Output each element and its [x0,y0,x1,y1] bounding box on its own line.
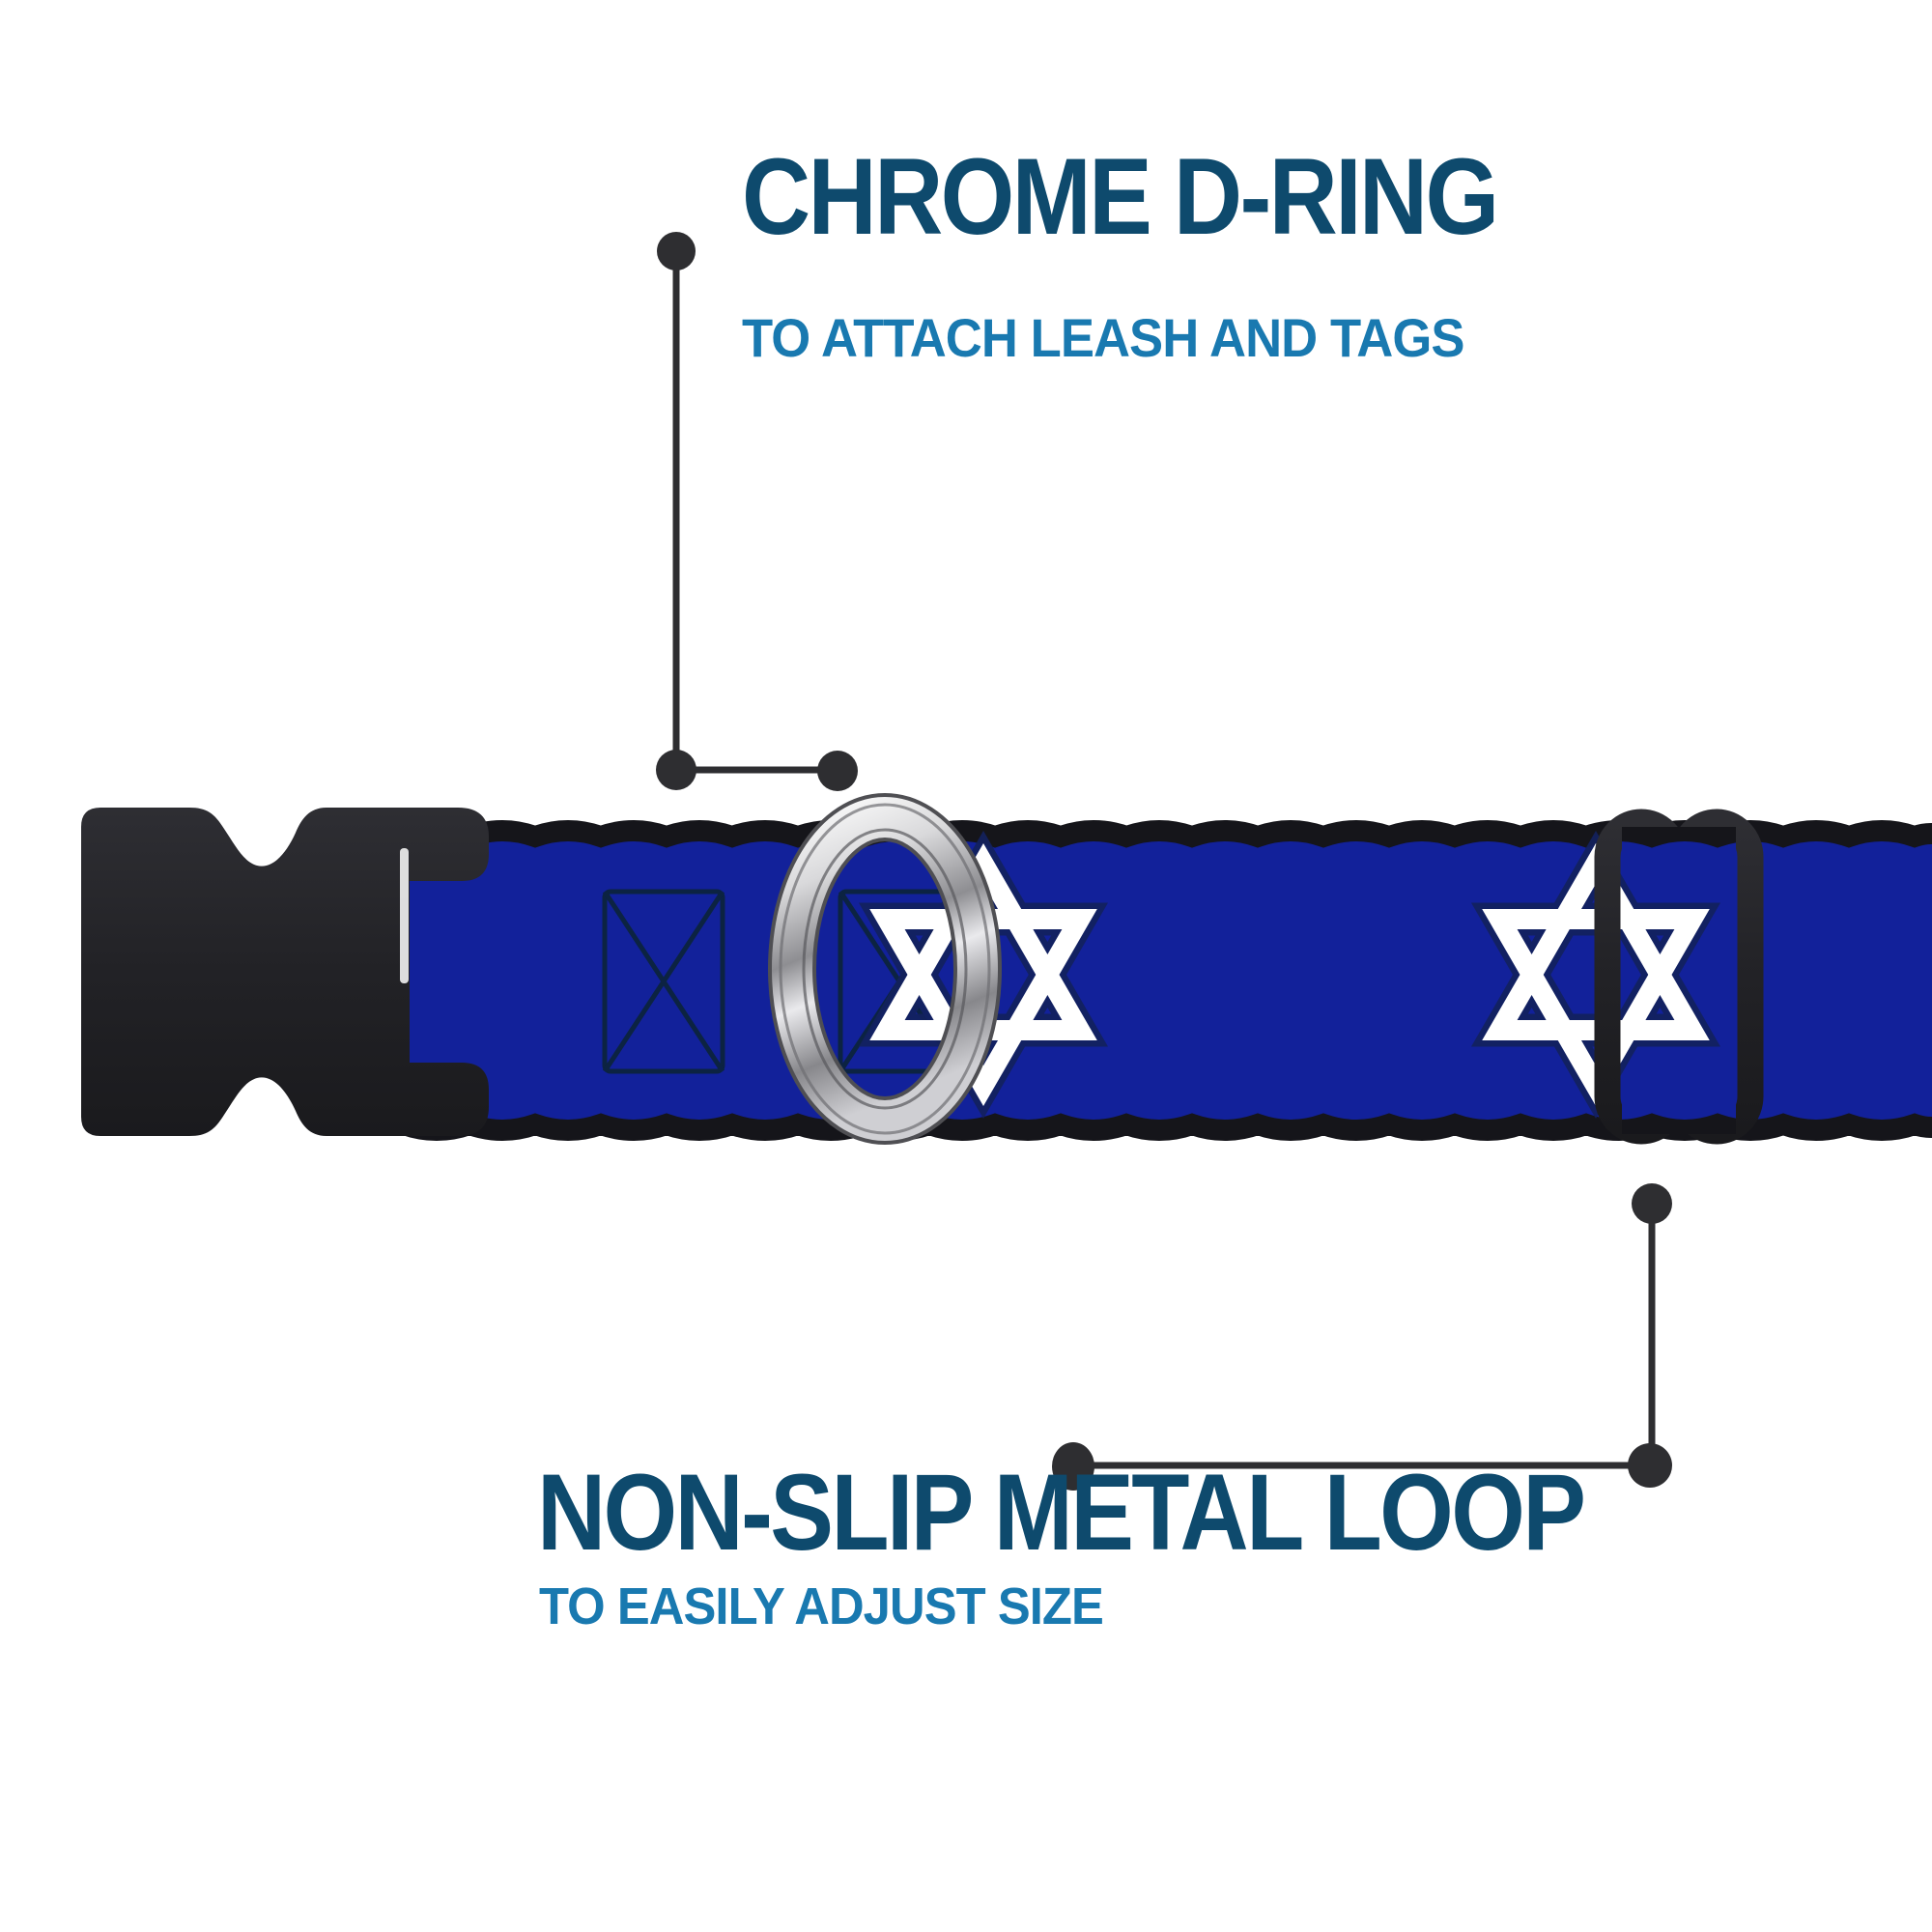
bottom-callout [1052,1183,1672,1491]
buckle [81,808,489,1136]
callout-dot [817,751,858,791]
metal-loop-slider [1594,809,1764,1145]
callout-dot [656,750,696,790]
callout-dot [1052,1442,1094,1491]
top-callout [656,232,858,791]
bottom-callout-title: NON-SLIP METAL LOOP [537,1452,1586,1573]
top-callout-subtitle: TO ATTACH LEASH AND TAGS [742,307,1464,368]
d-ring [768,793,1002,1145]
callout-dot [1628,1443,1672,1488]
buckle-highlight [400,848,409,983]
bottom-callout-subtitle: TO EASILY ADJUST SIZE [539,1577,1104,1635]
top-callout-title: CHROME D-RING [742,136,1499,257]
callout-dot [657,232,696,270]
callout-dot [1632,1183,1672,1224]
